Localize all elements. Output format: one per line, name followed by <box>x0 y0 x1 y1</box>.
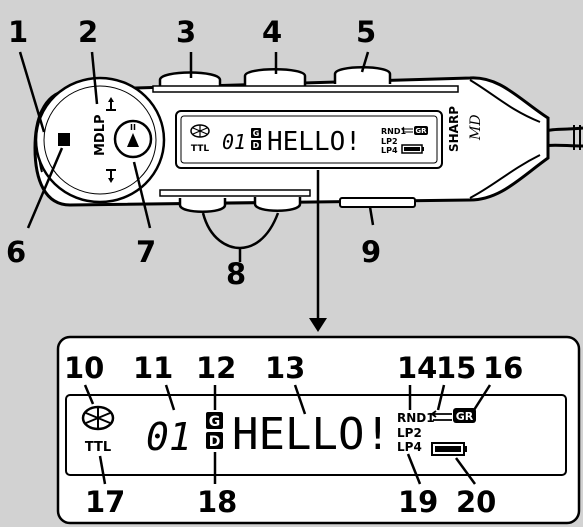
svg-text:HELLO!: HELLO! <box>267 127 361 157</box>
sharp-logo: SHARP <box>447 106 461 152</box>
play-icon <box>127 133 139 147</box>
remote-control: II MDLP TTL 01 G D HELL <box>33 66 583 213</box>
repeat-icon <box>430 410 452 421</box>
ttl-indicator: TTL <box>85 440 111 455</box>
group-indicator <box>206 412 223 429</box>
callout-17: 17 <box>85 485 125 519</box>
svg-text:RND1: RND1 <box>381 127 406 136</box>
svg-text:G: G <box>253 129 260 138</box>
callout-7: 7 <box>136 235 156 269</box>
callout-11: 11 <box>133 351 173 385</box>
leader-lines-top <box>18 51 375 320</box>
bottom-button-left[interactable] <box>178 198 227 213</box>
group-mode-label: GR <box>456 410 474 423</box>
character-display: HELLO! <box>232 409 391 460</box>
volume-up-icon <box>106 97 116 111</box>
callout-2: 2 <box>78 15 98 49</box>
md-logo: MD <box>468 114 484 141</box>
mdlp-logo: MDLP <box>93 114 108 156</box>
svg-text:GR: GR <box>415 127 427 135</box>
callout-6: 6 <box>6 235 26 269</box>
svg-text:LP2: LP2 <box>381 137 398 146</box>
remote-lcd-frame <box>175 110 443 169</box>
callout-15: 15 <box>436 351 476 385</box>
lp2-indicator: LP2 <box>397 426 422 440</box>
callout-18: 18 <box>197 485 237 519</box>
pause-icon: II <box>130 123 136 132</box>
callout-12: 12 <box>196 351 236 385</box>
leader-lines-bottom <box>83 384 492 485</box>
callout-8: 8 <box>226 257 246 291</box>
track-number: 01 <box>146 415 192 459</box>
zoom-arrow <box>309 318 327 332</box>
volume-down-icon <box>106 169 116 183</box>
bottom-edge-strip <box>159 189 311 197</box>
group-mode-indicator <box>453 408 476 423</box>
bottom-button-right[interactable] <box>253 197 302 212</box>
svg-text:01: 01 <box>222 130 246 154</box>
disc-icon <box>81 405 115 431</box>
callout-16: 16 <box>483 351 523 385</box>
callout-1: 1 <box>8 15 28 49</box>
disc-indicator-label: D <box>209 434 221 450</box>
callout-19: 19 <box>398 485 438 519</box>
callout-9: 9 <box>361 235 381 269</box>
svg-text:D: D <box>253 141 260 150</box>
play-mode-indicator: RND1 <box>397 411 435 425</box>
svg-text:TTL: TTL <box>191 144 209 154</box>
callout-5: 5 <box>356 15 376 49</box>
battery-icon <box>431 442 467 456</box>
control-ring[interactable] <box>34 76 166 204</box>
callout-14: 14 <box>397 351 437 385</box>
remote-lcd-content: TTL 01 G D HELLO! RND1 GR LP2 LP4 <box>190 124 428 157</box>
callout-20: 20 <box>456 485 496 519</box>
svg-text:LP4: LP4 <box>381 146 398 155</box>
callout-3: 3 <box>176 15 196 49</box>
callout-10: 10 <box>64 351 104 385</box>
callout-4: 4 <box>262 15 282 49</box>
top-edge-strip <box>152 85 459 93</box>
stop-button[interactable] <box>58 133 70 146</box>
disc-indicator <box>206 432 223 449</box>
lp4-indicator: LP4 <box>397 440 422 454</box>
hold-switch[interactable] <box>339 197 416 208</box>
group-indicator-label: G <box>209 414 221 430</box>
callout-13: 13 <box>265 351 305 385</box>
